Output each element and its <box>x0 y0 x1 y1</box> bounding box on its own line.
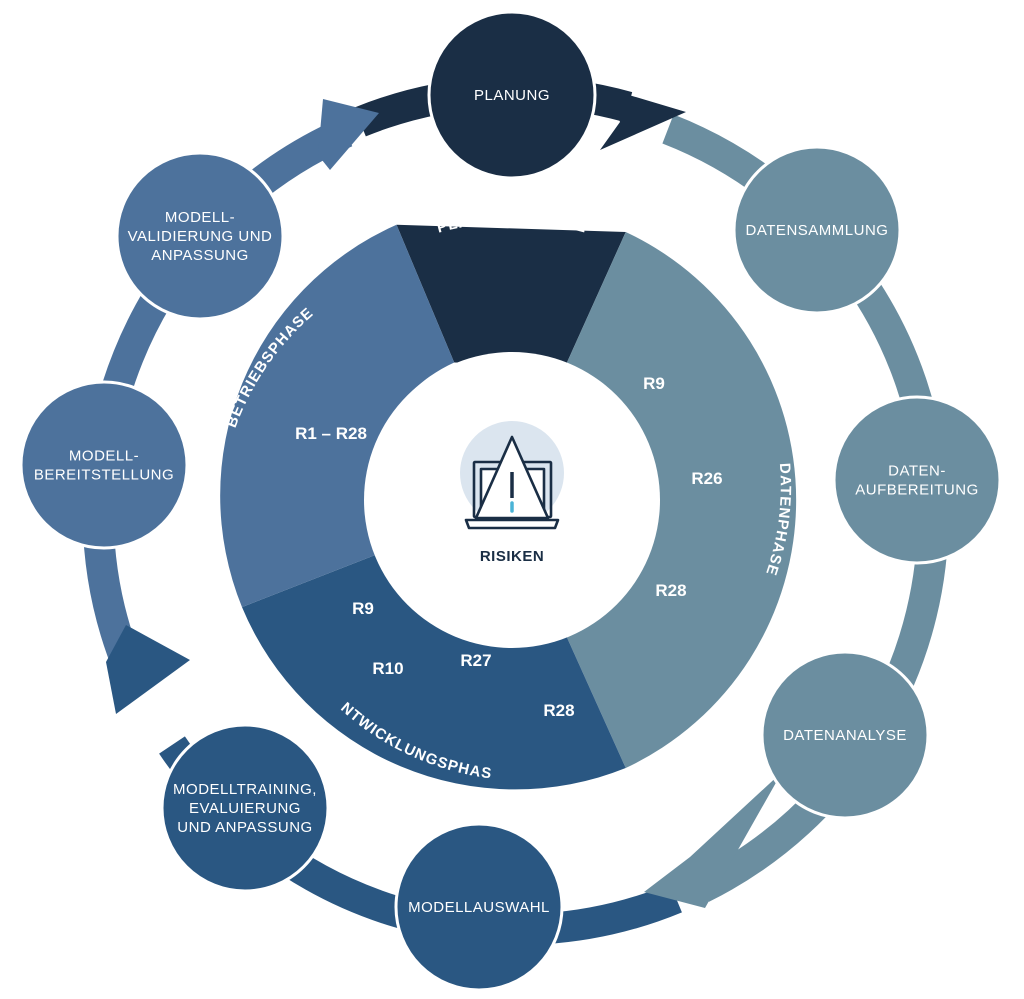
step-modelltraining: MODELLTRAINING, EVALUIERUNG UND ANPASSUNG <box>160 723 330 893</box>
phase-segment-entwicklung <box>242 554 626 790</box>
phase-donut <box>220 224 797 790</box>
step-label-modellbereitstellung: BEREITSTELLUNG <box>34 467 174 484</box>
step-planung: PLANUNG <box>427 10 597 180</box>
step-datensammlung: DATENSAMMLUNG <box>732 145 902 315</box>
step-label-datensammlung: DATENSAMMLUNG <box>746 222 889 239</box>
step-circle-datensammlung <box>732 145 902 315</box>
step-modellbereitstellung: MODELL- BEREITSTELLUNG <box>19 380 189 550</box>
step-datenaufbereitung: DATEN- AUFBEREITUNG <box>832 395 1002 565</box>
step-datenanalyse: DATENANALYSE <box>760 650 930 820</box>
step-label-modellvalidierung: VALIDIERUNG UND <box>128 228 273 245</box>
risk-label-entwicklung: R10 <box>372 659 403 678</box>
step-circle-planung <box>427 10 597 180</box>
phase-segment-betrieb <box>220 224 455 608</box>
step-label-modellvalidierung: ANPASSUNG <box>151 247 249 264</box>
step-label-modellbereitstellung: MODELL- <box>69 448 139 465</box>
risk-label-daten: R28 <box>655 581 686 600</box>
step-modellauswahl: MODELLAUSWAHL <box>394 822 564 992</box>
step-circle-datenaufbereitung <box>832 395 1002 565</box>
ring-arc-mid-blue <box>82 117 353 675</box>
risk-label-daten: R9 <box>643 374 665 393</box>
step-label-modellauswahl: MODELLAUSWAHL <box>408 899 550 916</box>
risk-label-entwicklung: R9 <box>352 599 374 618</box>
step-label-modelltraining: UND ANPASSUNG <box>177 819 312 836</box>
arrow-head-mid-blue <box>318 99 379 170</box>
step-circle-datenanalyse <box>760 650 930 820</box>
risk-label-daten: R26 <box>691 469 722 488</box>
risk-label-betrieb: R1 – R28 <box>295 424 367 443</box>
center-label: RISIKEN <box>480 548 544 565</box>
step-circle-modellvalidierung <box>115 151 285 321</box>
step-label-datenaufbereitung: AUFBEREITUNG <box>855 482 979 499</box>
step-label-datenanalyse: DATENANALYSE <box>783 727 907 744</box>
cycle-arrows <box>106 89 782 908</box>
risk-label-entwicklung: R27 <box>460 651 491 670</box>
step-label-datenaufbereitung: DATEN- <box>888 463 946 480</box>
step-label-modelltraining: MODELLTRAINING, <box>173 781 317 798</box>
risk-label-entwicklung: R28 <box>543 701 574 720</box>
step-circle-modellauswahl <box>394 822 564 992</box>
step-label-modelltraining: EVALUIERUNG <box>189 800 301 817</box>
step-label-planung: PLANUNG <box>474 87 550 104</box>
step-modellvalidierung: MODELL- VALIDIERUNG UND ANPASSUNG <box>115 151 285 321</box>
step-circle-modellbereitstellung <box>19 380 189 550</box>
cycle-steps: PLANUNGDATENSAMMLUNGDATEN-AUFBEREITUNGDA… <box>19 10 1002 992</box>
phase-segment-planung <box>396 224 626 366</box>
arrow-head-navy <box>600 89 686 150</box>
arrow-head-dark-blue <box>106 625 190 714</box>
step-label-modellvalidierung: MODELL- <box>165 209 235 226</box>
center-risk-block: RISIKEN <box>460 421 564 565</box>
step-circle-modelltraining <box>160 723 330 893</box>
phase-segment-daten <box>565 231 797 769</box>
arrow-head-slate <box>644 772 782 908</box>
